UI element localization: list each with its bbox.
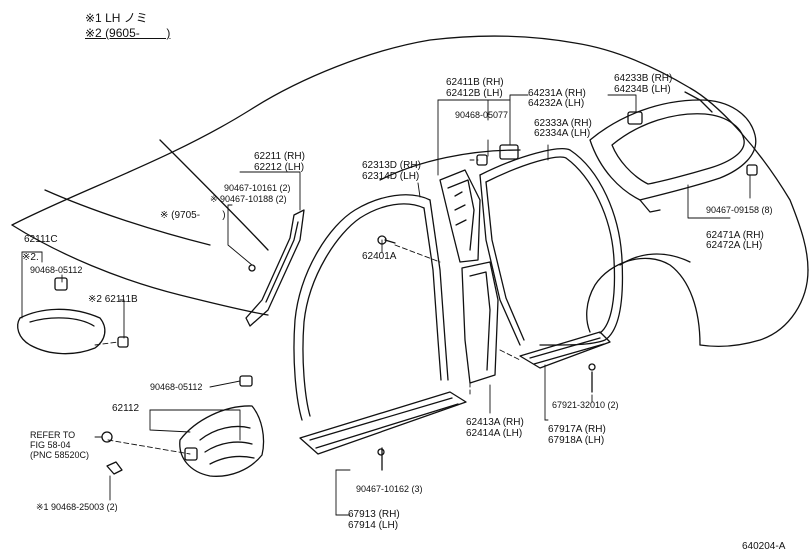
part-label-64231a-rh: 64231A (RH) xyxy=(528,88,586,99)
vehicle-body-outline xyxy=(11,35,809,347)
upper-clips xyxy=(476,111,758,176)
part-label-62111c: 62111C xyxy=(24,234,58,245)
part-label-90467-10161: 90467-10161 (2) xyxy=(224,183,291,193)
legend-line-date-9705: ※ (9705- ) xyxy=(160,210,226,221)
legend-line-lh-only: ※1 LH ノミ xyxy=(85,11,148,25)
part-label-62412b-lh: 62412B (LH) xyxy=(446,88,503,99)
pillar-garnish-lower xyxy=(461,261,499,384)
part-label-62112: 62112 xyxy=(112,403,140,414)
part-label-62401a: 62401A xyxy=(362,251,397,262)
cowl-side-trim xyxy=(101,375,265,477)
part-label-67917a-rh: 67917A (RH) xyxy=(548,424,606,435)
part-note-62111c: ※2. xyxy=(22,252,39,263)
part-label-64233b-rh: 64233B (RH) xyxy=(614,73,673,84)
part-label-62414a-lh: 62414A (LH) xyxy=(466,428,523,439)
part-label-90467-10188: ※ 90467-10188 (2) xyxy=(210,194,287,204)
part-label-62212-lh: 62212 (LH) xyxy=(254,162,305,173)
refer-to-line-3: (PNC 58520C) xyxy=(30,450,90,460)
part-label-64232a-lh: 64232A (LH) xyxy=(528,98,585,109)
part-label-67913-rh: 67913 (RH) xyxy=(348,509,400,520)
part-label-90468-25003: ※1 90468-25003 (2) xyxy=(36,502,118,512)
part-label-62313d-rh: 62313D (RH) xyxy=(362,160,421,171)
part-label-62471a-rh: 62471A (RH) xyxy=(706,230,764,241)
part-label-62413a-rh: 62413A (RH) xyxy=(466,417,524,428)
part-label-90467-09158: 90467-09158 (8) xyxy=(706,205,773,215)
part-label-90467-10162: 90467-10162 (3) xyxy=(356,484,423,494)
part-label-64234b-lh: 64234B (LH) xyxy=(614,84,671,95)
diagram-code: 640204-A xyxy=(742,541,786,552)
rear-door-opening-trim xyxy=(479,148,624,346)
part-label-62314d-lh: 62314D (LH) xyxy=(362,171,420,182)
part-label-62411b-rh: 62411B (RH) xyxy=(446,77,504,88)
part-label-62211-rh: 62211 (RH) xyxy=(254,151,305,162)
a-pillar-garnish xyxy=(245,209,305,327)
refer-to-line-2: FIG 58-04 xyxy=(30,440,71,450)
part-label-90468-05112-front: 90468-05112 xyxy=(30,265,83,275)
quarter-window-trim xyxy=(589,91,757,213)
part-label-67914-lh: 67914 (LH) xyxy=(348,520,399,531)
front-door-opening-trim xyxy=(293,194,449,421)
pillar-garnish-upper xyxy=(439,169,481,263)
refer-to-line-1: REFER TO xyxy=(30,430,76,440)
part-label-90468-05077: 90468-05077 xyxy=(455,110,509,120)
part-label-90468-05112-cowl: 90468-05112 xyxy=(150,382,203,392)
rear-scuff-plate xyxy=(519,331,611,393)
part-label-62472a-lh: 62472A (LH) xyxy=(706,240,763,251)
leader-lines xyxy=(21,94,751,516)
front-scuff-plate xyxy=(299,391,467,471)
part-label-62334a-lh: 62334A (LH) xyxy=(534,128,591,139)
part-label-67921-32010: 67921-32010 (2) xyxy=(552,400,619,410)
part-label-62333a-rh: 62333A (RH) xyxy=(534,118,592,129)
part-label-62111b: ※2 62111B xyxy=(88,294,138,305)
part-label-67918a-lh: 67918A (LH) xyxy=(548,435,605,446)
front-kick-panel xyxy=(17,277,129,355)
legend-line-date-9605: ※2 (9605- ) xyxy=(85,26,171,40)
